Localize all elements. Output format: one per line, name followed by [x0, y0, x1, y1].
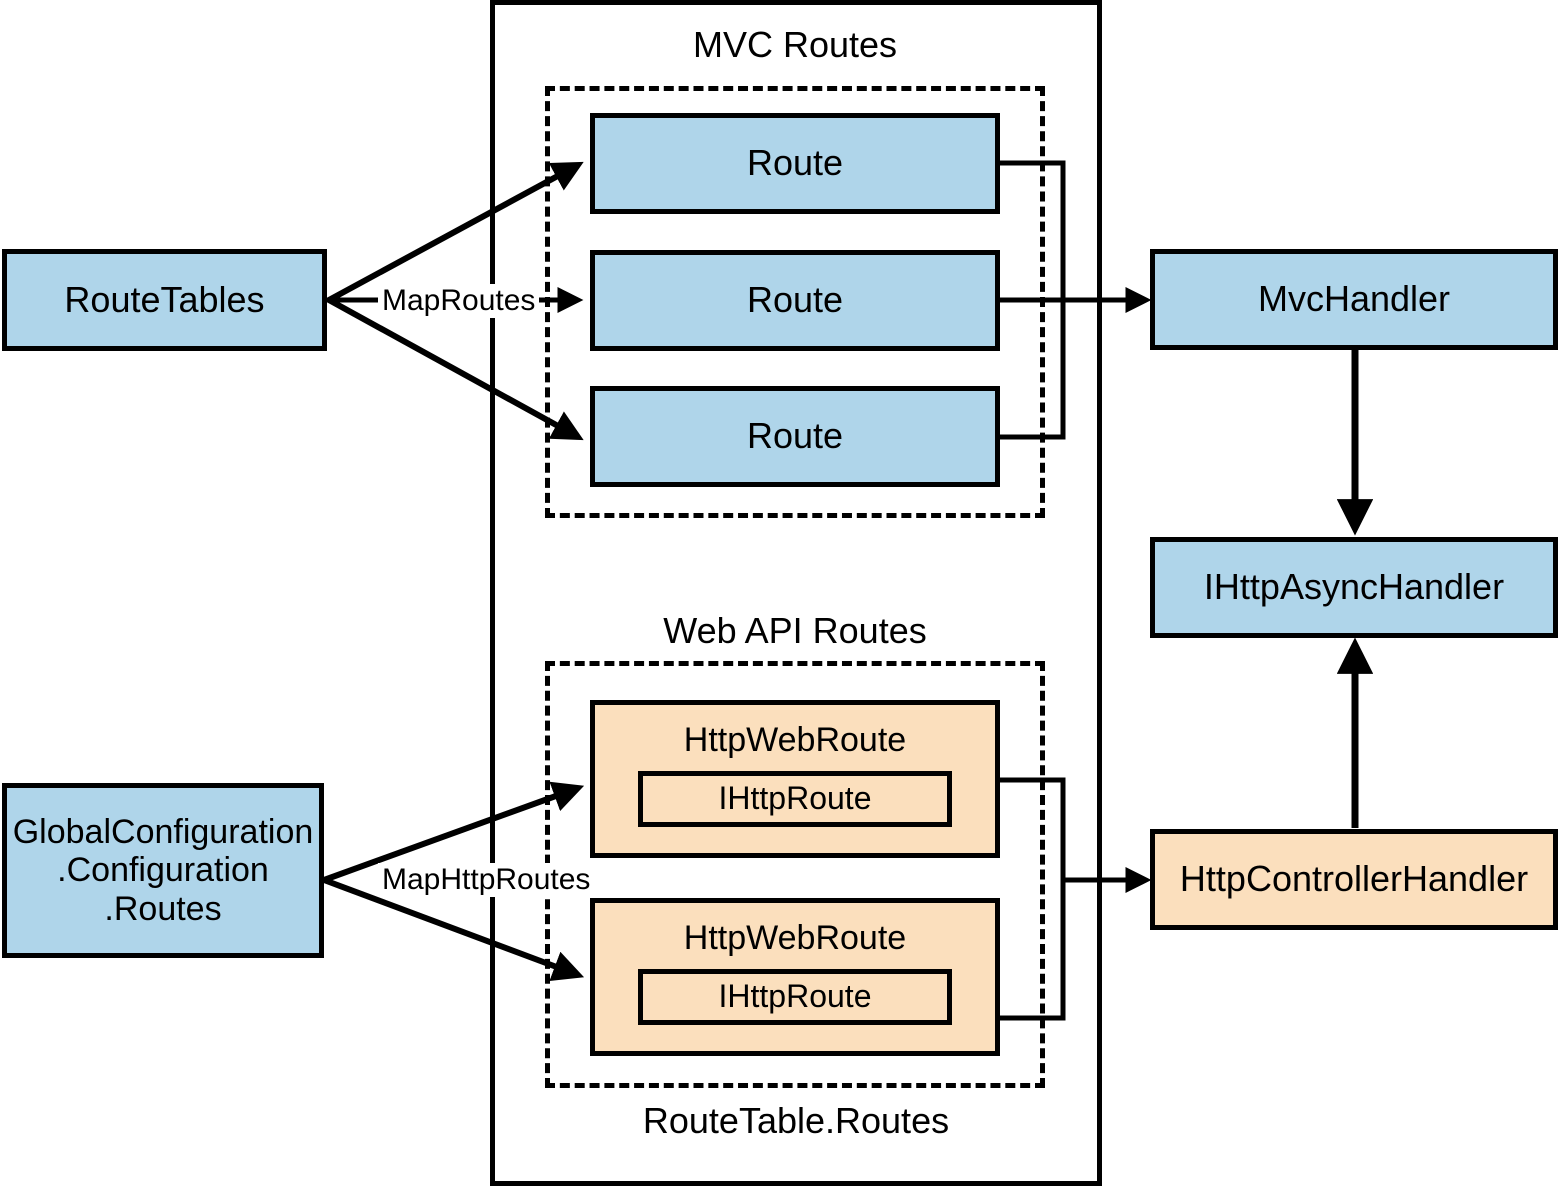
ihttp-async-handler-box[interactable]: IHttpAsyncHandler — [1150, 537, 1558, 638]
mvc-handler-box[interactable]: MvcHandler — [1150, 249, 1558, 350]
mvc-handler-label: MvcHandler — [1257, 278, 1451, 320]
global-configuration-box[interactable]: GlobalConfiguration .Configuration .Rout… — [2, 783, 324, 958]
mvc-route-box-2[interactable]: Route — [590, 250, 1000, 351]
routetable-routes-frame — [490, 0, 1102, 1186]
webapi-ihttproute-label-1: IHttpRoute — [718, 780, 872, 817]
webapi-ihttproute-box-1[interactable]: IHttpRoute — [638, 771, 952, 828]
global-configuration-label-line3: .Routes — [104, 889, 222, 928]
routetable-routes-caption: RouteTable.Routes — [642, 1100, 950, 1141]
mvc-route-box-3[interactable]: Route — [590, 386, 1000, 487]
webapi-httpwebroute-label-2: HttpWebRoute — [683, 919, 907, 957]
mvc-routes-caption: MVC Routes — [692, 24, 898, 65]
mvc-route-label-3: Route — [746, 415, 844, 457]
edge-mvc-routes-to-mvchandler — [1000, 160, 1152, 440]
mvc-route-box-1[interactable]: Route — [590, 113, 1000, 214]
map-http-routes-edge-label: MapHttpRoutes — [378, 863, 595, 897]
webapi-ihttproute-label-2: IHttpRoute — [718, 978, 872, 1015]
webapi-ihttproute-box-2[interactable]: IHttpRoute — [638, 969, 952, 1026]
edge-webapi-routes-to-httpcontrollerhandler — [1000, 777, 1152, 1021]
route-tables-box[interactable]: RouteTables — [2, 249, 327, 351]
http-controller-handler-label: HttpControllerHandler — [1179, 858, 1529, 900]
mvc-route-label-1: Route — [746, 142, 844, 184]
mvc-route-label-2: Route — [746, 279, 844, 321]
mvc-routes-dashed-group — [545, 86, 1045, 518]
ihttp-async-handler-label: IHttpAsyncHandler — [1203, 566, 1505, 608]
webapi-httpwebroute-label-1: HttpWebRoute — [683, 721, 907, 759]
global-configuration-label-line2: .Configuration — [57, 851, 269, 890]
webapi-httpwebroute-box-2[interactable]: HttpWebRoute IHttpRoute — [590, 898, 1000, 1056]
webapi-routes-caption: Web API Routes — [663, 610, 927, 651]
http-controller-handler-box[interactable]: HttpControllerHandler — [1150, 829, 1558, 930]
global-configuration-label-line1: GlobalConfiguration — [12, 813, 314, 852]
edge-globalconfiguration-fanout — [322, 781, 585, 981]
webapi-httpwebroute-box-1[interactable]: HttpWebRoute IHttpRoute — [590, 700, 1000, 858]
route-tables-label: RouteTables — [64, 278, 265, 320]
map-routes-edge-label: MapRoutes — [378, 284, 540, 318]
